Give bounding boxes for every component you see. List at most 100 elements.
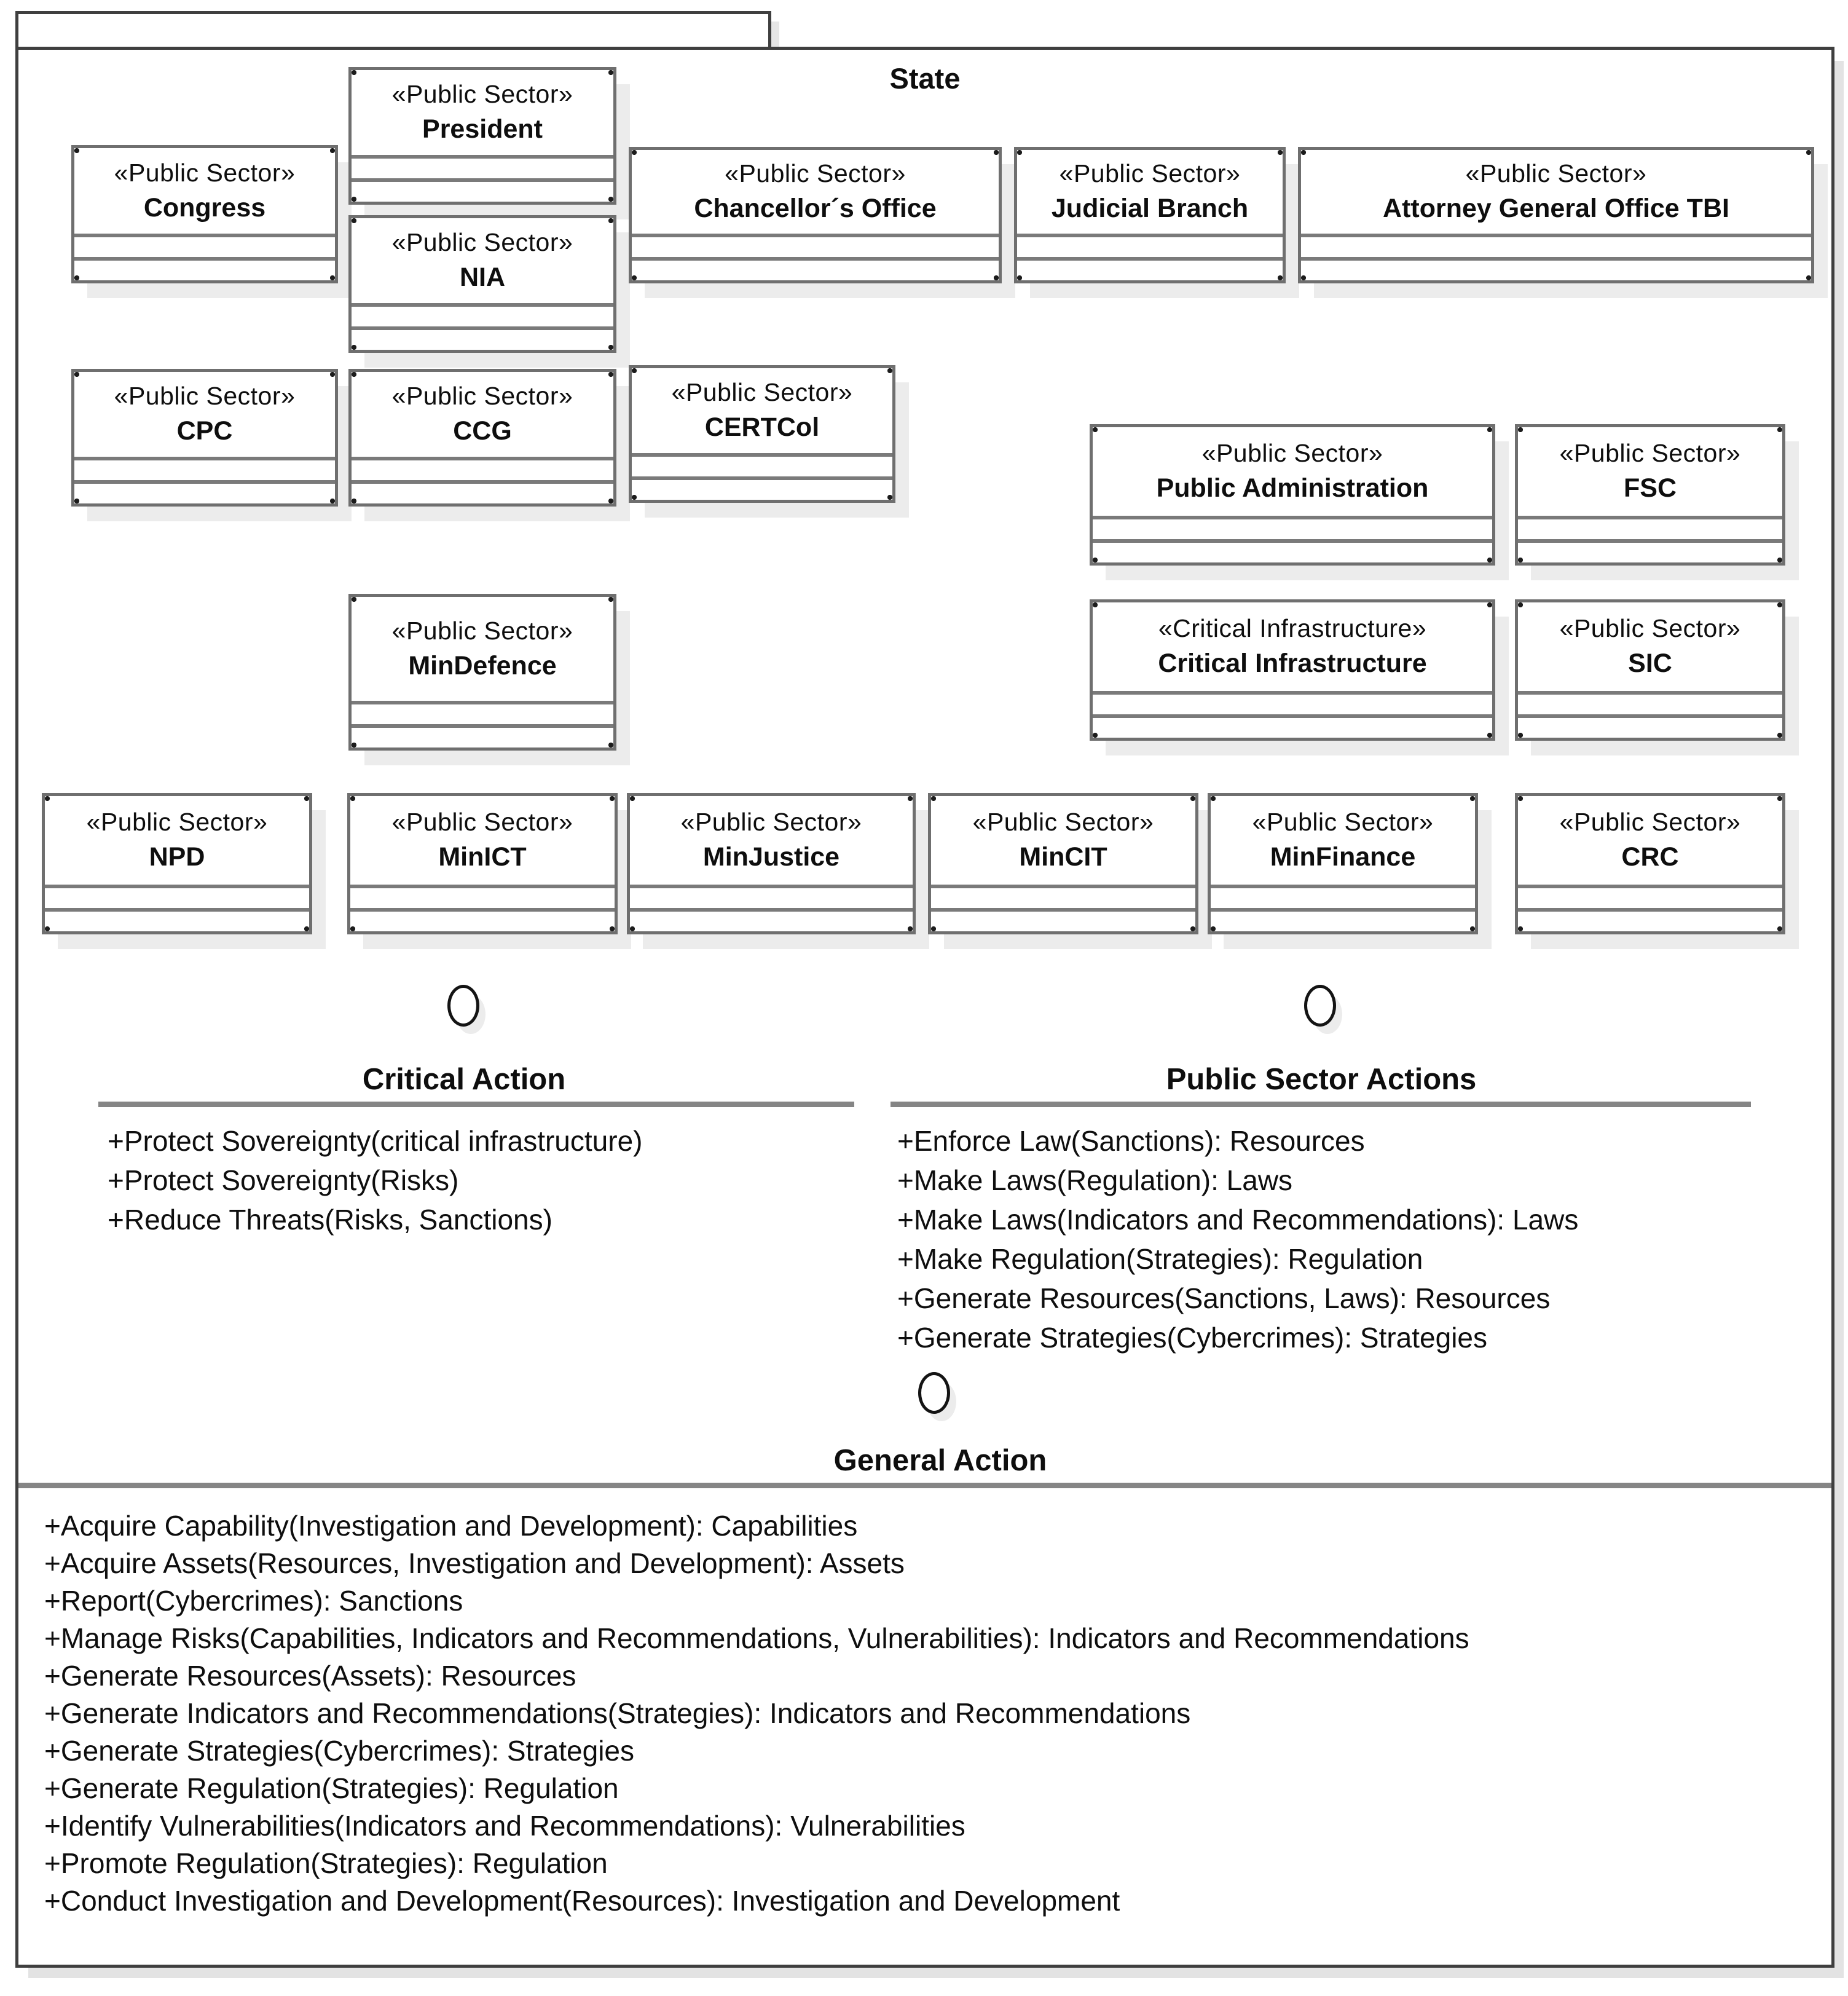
operations-compartment [1211, 908, 1475, 931]
operation-item: +Generate Strategies(Cybercrimes): Strat… [44, 1735, 635, 1767]
class-stereotype: «Public Sector» [114, 158, 296, 187]
attributes-compartment [632, 234, 999, 257]
class-header: «Public Sector» CRC [1518, 796, 1782, 885]
operations-compartment [1518, 714, 1782, 738]
class-header: «Public Sector» NIA [352, 218, 613, 303]
uml-class-minfinance: «Public Sector» MinFinance [1208, 793, 1478, 934]
uml-class-mincit: «Public Sector» MinCIT [928, 793, 1198, 934]
package-title: State [889, 62, 961, 95]
class-header: «Public Sector» MinJustice [630, 796, 913, 885]
uml-class-cpc: «Public Sector» CPC [71, 369, 338, 507]
public-sector-actions-operations: +Enforce Law(Sanctions): Resources +Make … [897, 1121, 1578, 1357]
class-stereotype: «Public Sector» [391, 382, 573, 411]
operation-item: +Manage Risks(Capabilities, Indicators a… [44, 1622, 1469, 1654]
attributes-compartment [1518, 516, 1782, 539]
class-stereotype: «Public Sector» [86, 808, 268, 837]
attributes-compartment [74, 457, 335, 480]
lollipop-circle-icon [1304, 985, 1336, 1027]
operations-compartment [45, 908, 309, 931]
uml-class-president: «Public Sector» President [348, 67, 616, 205]
class-header: «Public Sector» SIC [1518, 602, 1782, 691]
class-header: «Public Sector» CCG [352, 372, 613, 457]
class-stereotype: «Public Sector» [725, 159, 906, 188]
class-name: CCG [453, 416, 512, 446]
attributes-compartment [632, 453, 892, 476]
class-header: «Public Sector» Congress [74, 148, 335, 234]
attributes-compartment [74, 234, 335, 257]
attributes-compartment [1518, 691, 1782, 714]
class-name: Chancellor´s Office [694, 194, 937, 224]
attributes-compartment [1211, 885, 1475, 908]
operations-compartment [1017, 257, 1283, 280]
uml-class-nia: «Public Sector» NIA [348, 215, 616, 353]
operation-item: +Acquire Capability(Investigation and De… [44, 1510, 858, 1542]
class-header: «Public Sector» MinDefence [352, 597, 613, 701]
class-stereotype: «Public Sector» [1559, 808, 1741, 837]
class-name: MinCIT [1019, 842, 1107, 872]
class-stereotype: «Public Sector» [671, 378, 853, 407]
attributes-compartment [352, 701, 613, 724]
class-name: CERTCol [704, 412, 820, 443]
operation-item: +Acquire Assets(Resources, Investigation… [44, 1547, 905, 1579]
operations-compartment [352, 178, 613, 202]
operations-compartment [931, 908, 1195, 931]
operation-item: +Identify Vulnerabilities(Indicators and… [44, 1810, 965, 1842]
class-header: «Public Sector» NPD [45, 796, 309, 885]
class-stereotype: «Public Sector» [1559, 614, 1741, 643]
attributes-compartment [1017, 234, 1283, 257]
operation-item: +Conduct Investigation and Development(R… [44, 1885, 1120, 1917]
class-name: MinDefence [408, 650, 557, 680]
class-stereotype: «Public Sector» [391, 616, 573, 645]
class-header: «Public Sector» President [352, 70, 613, 155]
operation-item: +Protect Sovereignty(Risks) [108, 1164, 459, 1196]
class-name: MinICT [438, 842, 527, 872]
class-name: CRC [1621, 842, 1679, 872]
section-divider [891, 1102, 1751, 1107]
class-header: «Public Sector» MinICT [350, 796, 615, 885]
class-name: NPD [149, 842, 205, 872]
class-header: «Public Sector» Public Administration [1093, 427, 1492, 516]
uml-class-judicial-branch: «Public Sector» Judicial Branch [1014, 147, 1286, 283]
uml-class-crc: «Public Sector» CRC [1515, 793, 1785, 934]
operations-compartment [352, 724, 613, 748]
class-stereotype: «Public Sector» [1559, 439, 1741, 468]
uml-class-congress: «Public Sector» Congress [71, 145, 338, 283]
attributes-compartment [352, 303, 613, 326]
operations-compartment [632, 476, 892, 500]
operation-item: +Promote Regulation(Strategies): Regulat… [44, 1847, 608, 1879]
class-header: «Public Sector» Chancellor´s Office [632, 150, 999, 234]
lollipop-circle-icon [447, 985, 479, 1027]
operation-item: +Generate Resources(Sanctions, Laws): Re… [897, 1282, 1551, 1314]
class-name: MinFinance [1270, 842, 1416, 872]
operations-compartment [630, 908, 913, 931]
class-header: «Public Sector» Attorney General Office … [1301, 150, 1811, 234]
class-header: «Critical Infrastructure» Critical Infra… [1093, 602, 1492, 691]
uml-class-sic: «Public Sector» SIC [1515, 599, 1785, 741]
operation-item: +Make Laws(Regulation): Laws [897, 1164, 1293, 1196]
class-header: «Public Sector» MinCIT [931, 796, 1195, 885]
attributes-compartment [45, 885, 309, 908]
operations-compartment [1093, 539, 1492, 562]
attributes-compartment [931, 885, 1195, 908]
interface-title-general-action: General Action [833, 1444, 1047, 1477]
class-stereotype: «Critical Infrastructure» [1158, 614, 1427, 643]
class-stereotype: «Public Sector» [1465, 159, 1647, 188]
class-name: FSC [1624, 473, 1677, 503]
class-name: Critical Infrastructure [1158, 649, 1427, 679]
class-stereotype: «Public Sector» [391, 808, 573, 837]
uml-class-public-administration: «Public Sector» Public Administration [1090, 424, 1495, 566]
operations-compartment [632, 257, 999, 280]
operation-item: +Generate Resources(Assets): Resources [44, 1660, 576, 1692]
class-name: Judicial Branch [1051, 194, 1249, 224]
operations-compartment [352, 326, 613, 350]
class-stereotype: «Public Sector» [1201, 439, 1383, 468]
operation-item: +Generate Regulation(Strategies): Regula… [44, 1772, 619, 1804]
operation-item: +Reduce Threats(Risks, Sanctions) [108, 1204, 552, 1236]
class-stereotype: «Public Sector» [1059, 159, 1241, 188]
uml-class-mindefence: «Public Sector» MinDefence [348, 594, 616, 751]
interface-title-public-sector-actions: Public Sector Actions [1166, 1063, 1477, 1096]
operation-item: +Enforce Law(Sanctions): Resources [897, 1125, 1365, 1157]
operations-compartment [350, 908, 615, 931]
operation-item: +Generate Strategies(Cybercrimes): Strat… [897, 1322, 1488, 1354]
